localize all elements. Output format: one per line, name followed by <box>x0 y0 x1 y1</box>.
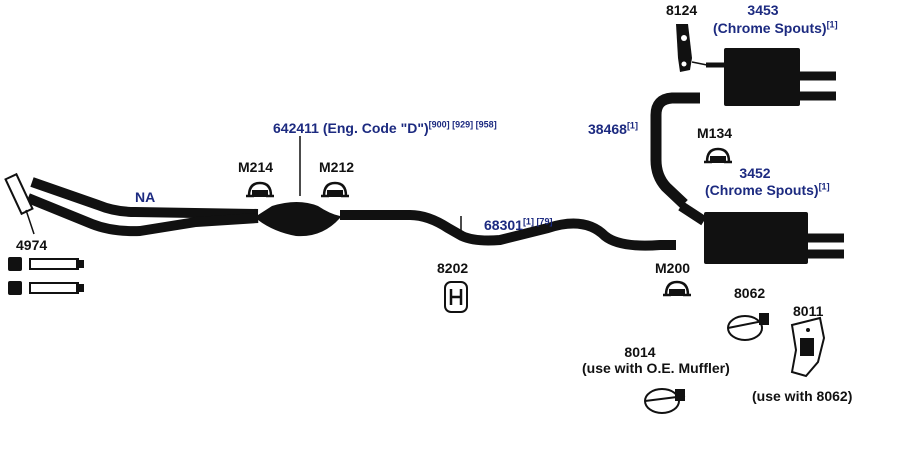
label-m212: M212 <box>319 159 355 175</box>
label-m214: M214 <box>238 159 274 175</box>
label-3453-sub: (Chrome Spouts)[1] <box>713 19 838 36</box>
label-8011-sub: (use with 8062) <box>752 388 853 404</box>
muffler-3453[interactable] <box>724 48 800 106</box>
label-8014-sub: (use with O.E. Muffler) <box>582 360 730 376</box>
label-3452-sub: (Chrome Spouts)[1] <box>705 181 830 198</box>
label-8011: 8011 <box>793 303 824 319</box>
label-68301: 68301[1] [79] <box>484 216 553 233</box>
label-3452: 3452 <box>739 165 771 181</box>
label-na: NA <box>135 189 156 205</box>
strap-8014-icon[interactable] <box>644 388 686 414</box>
label-38468: 38468[1] <box>588 120 638 137</box>
intermediate-pipe[interactable] <box>340 210 676 251</box>
front-flange[interactable] <box>4 172 34 216</box>
label-8202: 8202 <box>437 260 469 276</box>
hanger-8124-icon[interactable] <box>676 24 692 72</box>
label-8062: 8062 <box>734 285 766 301</box>
y-pipe-lower[interactable] <box>26 193 259 237</box>
label-4974: 4974 <box>16 237 48 253</box>
bracket-8011-icon[interactable] <box>790 316 826 378</box>
label-8124: 8124 <box>666 2 698 18</box>
label-642411: 642411 (Eng. Code "D")[900] [929] [958] <box>273 119 497 136</box>
label-m200: M200 <box>655 260 691 276</box>
studs-4974-icon[interactable] <box>8 257 84 295</box>
strap-8062-icon[interactable] <box>727 313 769 341</box>
tailpipe-38468[interactable] <box>650 92 700 208</box>
y-pipe-upper[interactable] <box>30 177 259 219</box>
label-m134: M134 <box>697 125 733 141</box>
label-8014: 8014 <box>624 344 656 360</box>
catalytic-converter-642411[interactable] <box>258 202 340 237</box>
label-3453: 3453 <box>747 2 779 18</box>
tailpipe-lower[interactable] <box>678 201 707 226</box>
muffler-3452[interactable] <box>704 212 808 264</box>
